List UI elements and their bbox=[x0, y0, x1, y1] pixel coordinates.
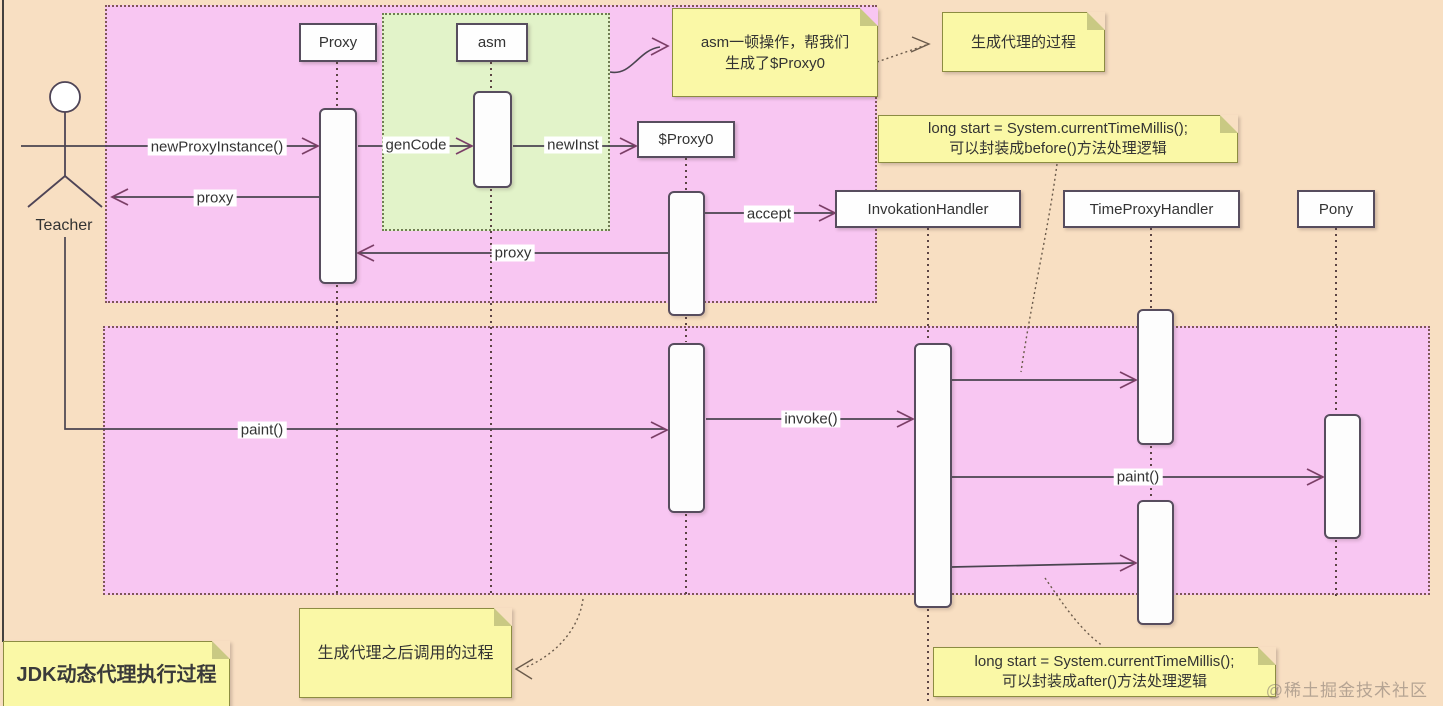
activation-asm bbox=[473, 91, 512, 188]
note-generate-process: 生成代理的过程 bbox=[942, 12, 1105, 72]
activation-proxy0-call bbox=[668, 343, 705, 513]
note-asm: asm一顿操作，帮我们 生成了$Proxy0 bbox=[672, 8, 878, 97]
message-paint: paint() bbox=[237, 421, 287, 439]
region-invocation bbox=[103, 326, 1430, 595]
participant-invokationhandler: InvokationHandler bbox=[835, 190, 1021, 228]
activation-proxy bbox=[319, 108, 357, 284]
participant-timeproxyhandler: TimeProxyHandler bbox=[1063, 190, 1240, 228]
participant-asm: asm bbox=[456, 23, 528, 62]
message-newproxyinstance: newProxyInstance() bbox=[147, 138, 287, 156]
participant-proxy0: $Proxy0 bbox=[637, 121, 735, 158]
note-fold-icon bbox=[1087, 12, 1105, 30]
note-fold-icon bbox=[494, 608, 512, 626]
message-newinst: newInst bbox=[544, 136, 602, 154]
bottom-edge bbox=[0, 706, 1443, 713]
activation-proxy0-create bbox=[668, 191, 705, 316]
actor-teacher-label: Teacher bbox=[35, 217, 93, 234]
message-gencode: genCode bbox=[382, 136, 450, 154]
activation-timeproxyhandler-after bbox=[1137, 500, 1174, 625]
note-fold-icon bbox=[1258, 647, 1276, 665]
note-fold-icon bbox=[860, 8, 878, 26]
participant-pony: Pony bbox=[1297, 190, 1375, 228]
message-paint-pony: paint() bbox=[1113, 468, 1163, 486]
message-proxy-return: proxy bbox=[491, 244, 535, 262]
participant-proxy: Proxy bbox=[299, 23, 377, 62]
watermark: @稀土掘金技术社区 bbox=[1265, 681, 1428, 700]
activation-invokationhandler bbox=[914, 343, 952, 608]
message-invoke: invoke() bbox=[781, 410, 841, 428]
diagram-title: JDK动态代理执行过程 bbox=[3, 641, 230, 710]
note-after-logic: long start = System.currentTimeMillis();… bbox=[933, 647, 1276, 697]
message-proxy-return-actor: proxy bbox=[193, 189, 237, 207]
message-accept: accept bbox=[743, 205, 795, 223]
activation-pony bbox=[1324, 414, 1361, 539]
note-before-logic: long start = System.currentTimeMillis();… bbox=[878, 115, 1238, 163]
activation-timeproxyhandler-before bbox=[1137, 309, 1174, 445]
note-fold-icon bbox=[212, 641, 230, 659]
note-call-process: 生成代理之后调用的过程 bbox=[299, 608, 512, 698]
note-fold-icon bbox=[1220, 115, 1238, 133]
actor-figure bbox=[27, 81, 103, 208]
